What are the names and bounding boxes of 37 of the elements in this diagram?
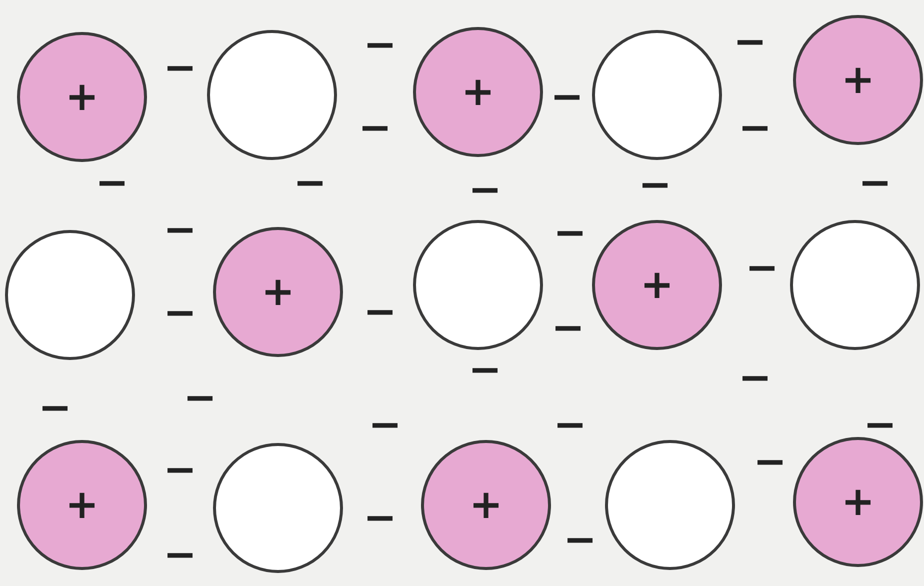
- minus-sign: −: [368, 405, 402, 445]
- minus-sign: −: [468, 350, 502, 390]
- minus-sign: −: [183, 378, 217, 418]
- minus-sign: −: [738, 358, 772, 398]
- minus-sign: −: [553, 405, 587, 445]
- minus-sign: −: [95, 163, 129, 203]
- minus-sign: −: [293, 163, 327, 203]
- minus-sign: −: [638, 165, 672, 205]
- plus-sign: +: [65, 485, 99, 525]
- minus-sign: −: [163, 535, 197, 575]
- minus-sign: −: [163, 210, 197, 250]
- minus-sign: −: [363, 292, 397, 332]
- plus-sign: +: [841, 60, 875, 100]
- minus-sign: −: [753, 442, 787, 482]
- minus-sign: −: [738, 108, 772, 148]
- minus-sign: −: [551, 308, 585, 348]
- plus-sign: +: [65, 77, 99, 117]
- minus-sign: −: [363, 498, 397, 538]
- plus-sign: +: [640, 265, 674, 305]
- plus-sign: +: [461, 72, 495, 112]
- minus-sign: −: [468, 170, 502, 210]
- minus-sign: −: [163, 48, 197, 88]
- plus-sign: +: [261, 272, 295, 312]
- minus-sign: −: [363, 25, 397, 65]
- minus-sign: −: [38, 388, 72, 428]
- plus-sign: +: [469, 485, 503, 525]
- minus-sign: −: [563, 520, 597, 560]
- minus-sign: −: [550, 77, 584, 117]
- plus-sign: +: [841, 482, 875, 522]
- minus-sign: −: [863, 405, 897, 445]
- minus-sign: −: [163, 293, 197, 333]
- minus-sign: −: [358, 108, 392, 148]
- minus-sign: −: [553, 213, 587, 253]
- minus-sign: −: [163, 450, 197, 490]
- minus-sign: −: [733, 22, 767, 62]
- minus-sign: −: [858, 163, 892, 203]
- minus-sign: −: [745, 248, 779, 288]
